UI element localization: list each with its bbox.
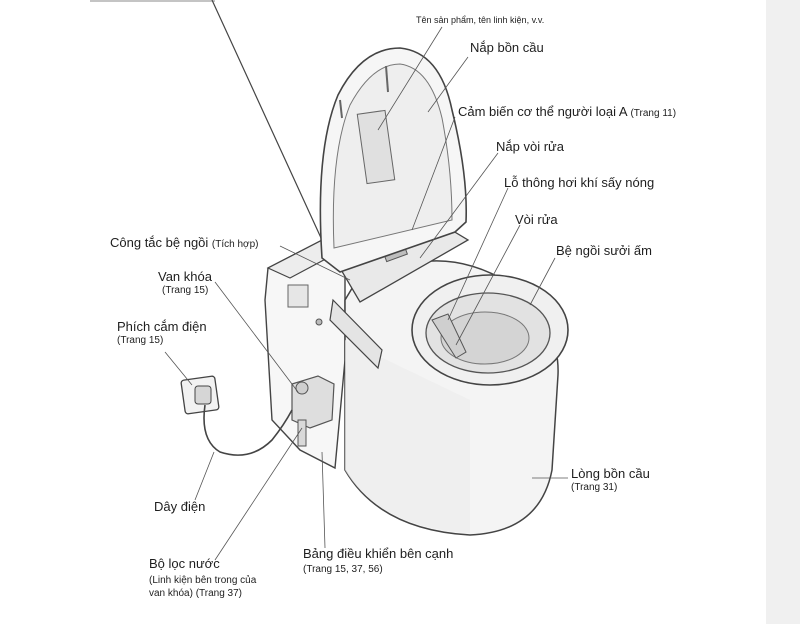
valve-pipe — [297, 419, 307, 447]
label-side-panel-page: (Trang 15, 37, 56) — [303, 563, 383, 575]
label-shutoff-valve-text: Van khóa — [158, 269, 212, 284]
label-nozzle: Vòi rửa — [515, 212, 558, 227]
label-power-plug: Phích cắm điện (Trang 15) — [117, 319, 207, 346]
lid-slot-left — [339, 99, 343, 119]
label-body-sensor-page: (Trang 11) — [630, 108, 677, 119]
label-water-filter-note-2: van khóa) (Trang 37) — [149, 588, 243, 600]
scrollbar[interactable] — [766, 0, 800, 624]
tank-window — [287, 284, 309, 308]
label-power-plug-page: (Trang 15) — [117, 334, 164, 346]
label-warm-air-outlet: Lỗ thông hơi khí sấy nóng — [504, 175, 655, 190]
valve-knob — [295, 381, 309, 395]
nozzle-arm — [431, 313, 467, 359]
label-product-name: Tên sản phẩm, tên linh kiện, v.v. — [416, 15, 545, 25]
label-side-panel: Bảng điều khiển bên cạnh (Trang 15, 37, … — [303, 546, 454, 575]
label-seat-switch: Công tắc bệ ngồi (Tích hợp) — [110, 235, 259, 251]
label-bowl-page: (Trang 31) — [571, 481, 618, 493]
label-side-panel-text: Bảng điều khiển bên cạnh — [303, 546, 454, 561]
label-water-filter-note-1: (Linh kiện bên trong của — [149, 574, 257, 586]
label-body-sensor: Cảm biến cơ thể người loại A (Trang 11) — [458, 104, 677, 120]
label-power-cord: Dây điện — [154, 499, 206, 514]
power-plug-head — [194, 385, 212, 405]
label-body-sensor-text: Cảm biến cơ thể người loại A — [458, 104, 627, 119]
label-seat-switch-text: Công tắc bệ ngồi — [110, 235, 209, 250]
label-water-filter: Bộ lọc nước (Linh kiện bên trong của van… — [149, 556, 257, 600]
label-bowl-text: Lòng bồn cầu — [571, 466, 650, 481]
power-cord-line — [203, 404, 293, 456]
label-lid: Nắp bồn cầu — [470, 40, 544, 55]
label-water-filter-text: Bộ lọc nước — [149, 556, 220, 571]
long-leader-line — [211, 0, 339, 276]
leader-lines — [164, 26, 568, 561]
tank-button — [315, 318, 323, 326]
label-nozzle-cover: Nắp vòi rửa — [496, 139, 564, 154]
label-seat-switch-note: (Tích hợp) — [211, 239, 259, 250]
label-power-plug-text: Phích cắm điện — [117, 319, 207, 334]
lid-label-plate — [356, 109, 396, 185]
label-shutoff-valve: Van khóa (Trang 15) — [158, 269, 212, 296]
body-shading — [345, 340, 470, 533]
lid-slot-top — [385, 65, 389, 93]
side-panel — [329, 298, 383, 370]
label-heated-seat: Bệ ngồi sưởi ấm — [556, 243, 652, 258]
label-bowl: Lòng bồn cầu (Trang 31) — [571, 466, 650, 493]
label-shutoff-valve-page: (Trang 15) — [162, 284, 209, 296]
